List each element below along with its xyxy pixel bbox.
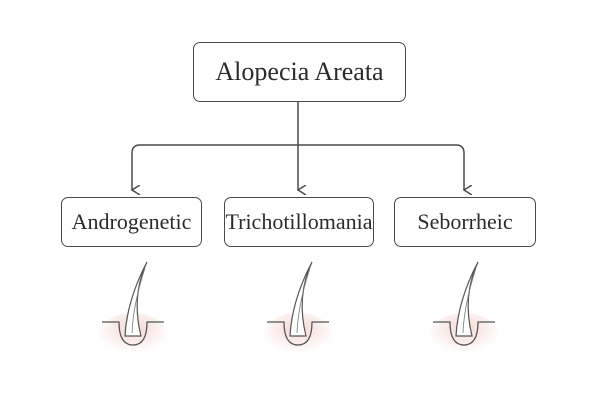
root-node: Alopecia Areata: [193, 42, 406, 102]
follicle-illustration-seborrheic: [430, 261, 498, 357]
branch-left: [132, 144, 298, 190]
follicle-illustration-trichotillomania: [264, 261, 332, 357]
child-node-label: Androgenetic: [71, 209, 192, 234]
child-node-label: Seborrheic: [417, 209, 513, 234]
child-node-androgenetic: Androgenetic: [61, 197, 202, 247]
child-node-label: Trichotillomania: [225, 209, 373, 234]
root-node-label: Alopecia Areata: [215, 57, 384, 86]
branch-right: [298, 144, 464, 190]
child-node-trichotillomania: Trichotillomania: [224, 197, 374, 247]
follicle-illustration-androgenetic: [99, 261, 167, 357]
child-node-seborrheic: Seborrheic: [394, 197, 536, 247]
